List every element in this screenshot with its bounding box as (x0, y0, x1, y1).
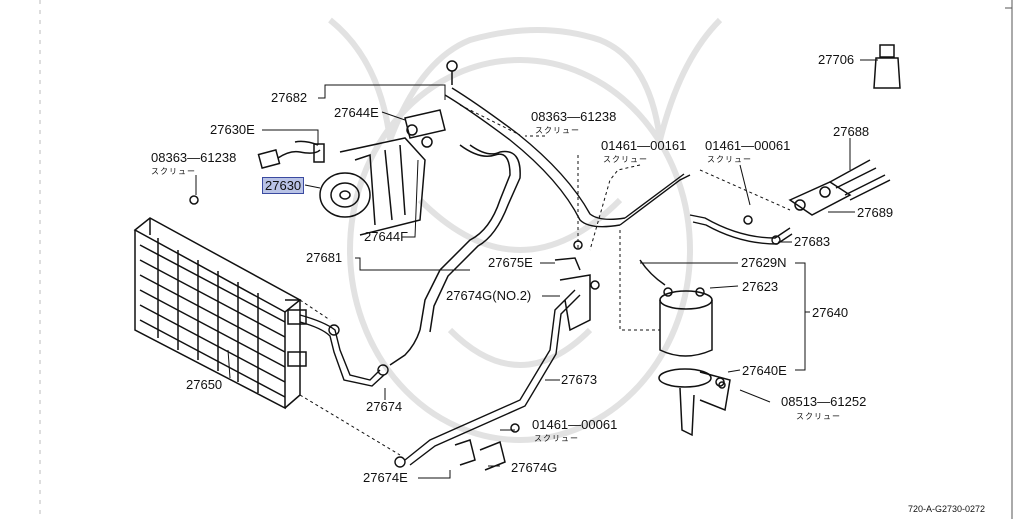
label-27689[interactable]: 27689 (857, 205, 894, 220)
label-01461-00061-b[interactable]: 01461—00061 (532, 417, 618, 432)
label-08363-61238-b[interactable]: 08363—61238 (531, 109, 617, 124)
label-08363-61238-b-sub: スクリュー (535, 126, 580, 135)
discharge-hose[interactable] (444, 87, 691, 228)
label-27630e[interactable]: 27630E (210, 122, 255, 137)
label-08363-61238-a-sub: スクリュー (151, 167, 196, 176)
label-01461-00061-b-sub: スクリュー (534, 434, 579, 443)
label-27650[interactable]: 27650 (186, 377, 223, 392)
highlighted-part-27630[interactable]: 27630 (262, 177, 305, 194)
fittings-27688[interactable] (788, 159, 891, 216)
watermark-emblem (328, 17, 723, 443)
harness-27630e[interactable] (257, 140, 325, 170)
label-27683[interactable]: 27683 (794, 234, 831, 249)
label-27623[interactable]: 27623 (742, 279, 779, 294)
pipe-27683[interactable] (689, 214, 793, 245)
label-27681[interactable]: 27681 (306, 250, 343, 265)
label-27629n[interactable]: 27629N (741, 255, 787, 270)
pipe-27674[interactable] (299, 314, 389, 387)
label-27674[interactable]: 27674 (366, 399, 403, 414)
label-27674g[interactable]: 27674G (511, 460, 558, 475)
compressor-27630[interactable] (319, 109, 446, 236)
label-27640e[interactable]: 27640E (742, 363, 787, 378)
receiver-drier-27623[interactable] (639, 259, 713, 357)
diagram-reference-code: 720-A-G2730-0272 (908, 504, 986, 514)
label-01461-00161-sub: スクリュー (603, 155, 648, 164)
label-27688[interactable]: 27688 (833, 124, 870, 139)
screw-icons (189, 60, 753, 389)
clamp-27674g-no2[interactable] (554, 240, 600, 332)
label-27682[interactable]: 27682 (271, 90, 308, 105)
label-27674g-no2[interactable]: 27674G(NO.2) (446, 288, 532, 303)
condenser-27650[interactable] (133, 217, 307, 410)
leader-lines (195, 59, 878, 479)
label-08363-61238-a[interactable]: 08363—61238 (151, 150, 237, 165)
label-27644f[interactable]: 27644F (364, 229, 409, 244)
bracket-27640e[interactable] (658, 368, 731, 437)
liquid-pipe-27673[interactable] (394, 289, 581, 468)
label-27675e[interactable]: 27675E (488, 255, 533, 270)
label-01461-00061-a[interactable]: 01461—00061 (705, 138, 791, 153)
label-27673[interactable]: 27673 (561, 372, 598, 387)
label-27674e[interactable]: 27674E (363, 470, 408, 485)
label-27706[interactable]: 27706 (818, 52, 855, 67)
label-01461-00161[interactable]: 01461—00161 (601, 138, 687, 153)
cap-27706[interactable] (873, 44, 901, 89)
label-01461-00061-a-sub: スクリュー (707, 155, 752, 164)
label-27640[interactable]: 27640 (812, 305, 849, 320)
label-27630[interactable]: 27630 (262, 177, 305, 194)
suction-hose-27681[interactable] (389, 144, 521, 366)
label-08513-61252[interactable]: 08513—61252 (781, 394, 867, 409)
label-08513-61252-sub: スクリュー (796, 412, 841, 421)
label-27644e[interactable]: 27644E (334, 105, 379, 120)
